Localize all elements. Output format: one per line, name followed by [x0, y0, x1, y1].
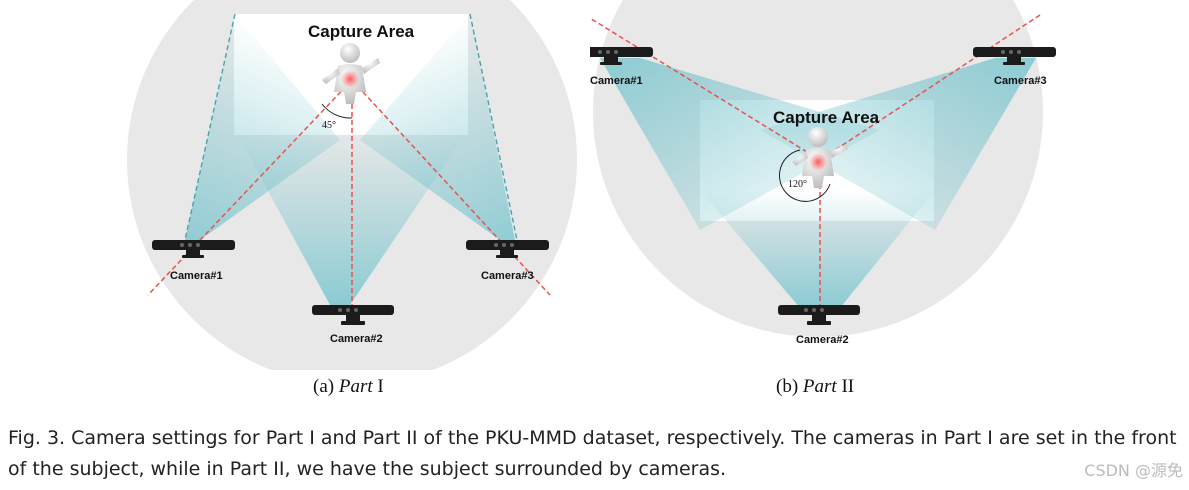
- angle-label: 120°: [788, 179, 807, 190]
- caption-prefix: (b): [776, 376, 803, 397]
- field-of-view-camera-2: [700, 190, 935, 308]
- body-center-marker: [809, 153, 827, 171]
- field-of-view-camera-3: [760, 58, 1036, 230]
- caption-prefix: (a): [313, 376, 339, 397]
- camera-1-label: Camera#1: [590, 75, 643, 87]
- body-center-marker: [341, 70, 359, 88]
- sight-line-camera-1: [590, 17, 821, 161]
- panel-b: 120° Capture Area Camera#1 Camera#2: [590, 0, 1056, 346]
- camera-3-label: Camera#3: [481, 270, 534, 282]
- camera-2: [312, 305, 394, 325]
- person-figure: [792, 127, 848, 188]
- camera-2-label: Camera#2: [796, 334, 849, 346]
- field-of-view-camera-3: [360, 14, 515, 240]
- subfigure-a-caption: (a) Part I: [313, 376, 384, 398]
- fov-edge-line: [469, 13, 518, 241]
- subfigure-b-caption: (b) Part II: [776, 376, 854, 398]
- figure-caption: Fig. 3. Camera settings for Part I and P…: [8, 427, 1177, 480]
- sight-line-camera-3: [819, 14, 1041, 161]
- sight-line-camera-3: [351, 79, 551, 296]
- fov-edge-line: [184, 13, 236, 241]
- caption-suffix: I: [372, 376, 384, 397]
- caption-italic: Part: [338, 376, 373, 397]
- angle-arc: [779, 149, 831, 202]
- watermark: CSDN @源免: [1084, 461, 1183, 480]
- field-of-view-camera-1: [600, 58, 880, 230]
- camera-3: [466, 240, 549, 258]
- caption-italic: Part: [802, 376, 837, 397]
- camera-3-label: Camera#3: [994, 75, 1047, 87]
- camera-1: [590, 47, 653, 65]
- field-of-view-camera-1: [185, 14, 340, 240]
- camera-3: [973, 47, 1056, 65]
- capture-area-label: Capture Area: [308, 22, 415, 41]
- angle-arc: [321, 103, 353, 119]
- camera-1: [152, 240, 235, 258]
- camera-2-label: Camera#2: [330, 333, 383, 345]
- sight-line-camera-1: [147, 79, 353, 296]
- capture-area-label: Capture Area: [773, 108, 880, 127]
- panel-a: 45° Capture Area Camera#1 Camera#2: [127, 0, 577, 370]
- angle-label: 45°: [322, 120, 336, 131]
- camera-1-label: Camera#1: [170, 270, 223, 282]
- person-figure: [322, 43, 380, 104]
- caption-suffix: II: [836, 376, 855, 397]
- camera-2: [778, 305, 860, 325]
